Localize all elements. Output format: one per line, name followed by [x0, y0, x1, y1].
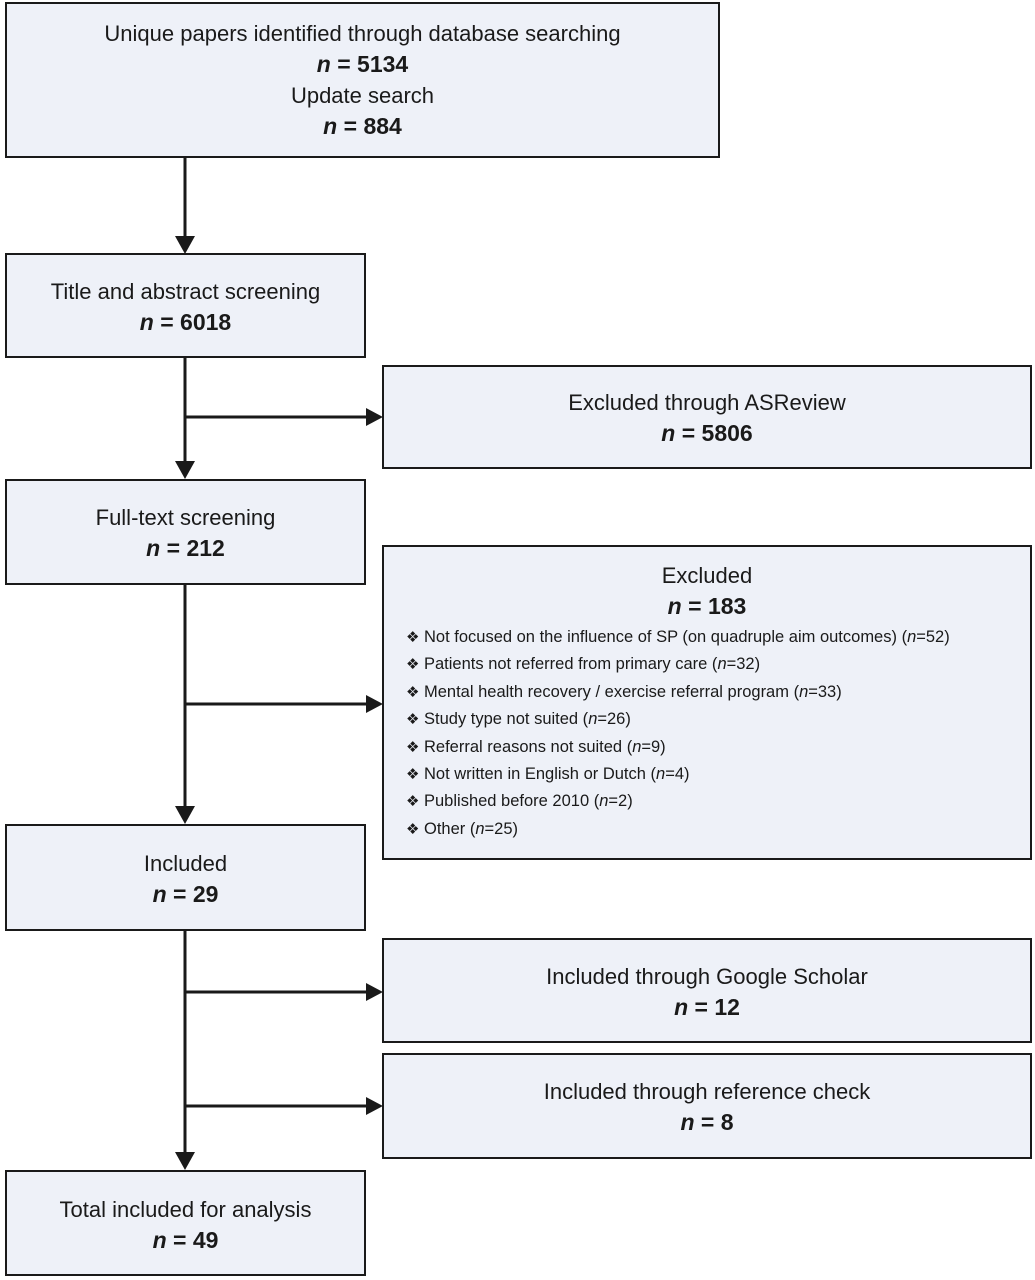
exclusion-reason-n: n [799, 682, 809, 701]
exclusion-reason-text: Referral reasons not suited ( [424, 737, 633, 756]
exclusion-reason-n: n [656, 765, 666, 784]
exclusion-reason-text: Mental health recovery / exercise referr… [424, 682, 800, 701]
diamond-bullet-icon: ❖ [406, 629, 420, 646]
google-scholar-count: n = 12 [674, 994, 740, 1020]
exclusion-reasons-list: ❖Not focused on the influence of SP (on … [384, 624, 1030, 843]
arrowhead-included [175, 806, 195, 824]
exclusion-reason-text: Patients not referred from primary care … [424, 655, 718, 674]
update-search-label: Update search [290, 83, 435, 108]
box-excluded: Excluded n = 183 ❖Not focused on the inf… [382, 545, 1032, 860]
identified-label: Unique papers identified through databas… [104, 21, 621, 46]
diamond-bullet-icon: ❖ [406, 656, 420, 674]
exclusion-reason-item: ❖Mental health recovery / exercise refer… [406, 679, 1030, 706]
box-total-included: Total included for analysis n = 49 [5, 1170, 366, 1276]
total-label: Total included for analysis [59, 1197, 312, 1222]
exclusion-reason-text: Published before 2010 ( [424, 792, 600, 811]
diamond-bullet-icon: ❖ [406, 711, 420, 729]
excluded-count: n = 183 [667, 593, 747, 619]
exclusion-reason-item: ❖Study type not suited (n=26) [406, 706, 1030, 733]
reference-check-count: n = 8 [680, 1109, 734, 1135]
diamond-bullet-icon: ❖ [406, 766, 420, 784]
exclusion-reason-count: =25) [484, 819, 519, 838]
exclusion-reason-n: n [599, 792, 609, 811]
exclusion-reason-text: Study type not suited ( [424, 710, 589, 729]
title-abstract-count: n = 6018 [139, 309, 232, 335]
exclusion-reason-n: n [907, 628, 917, 646]
arrowhead-screening [175, 236, 195, 254]
exclusion-reason-n: n [632, 737, 642, 756]
box-reference-check: Included through reference check n = 8 [382, 1053, 1032, 1159]
arrowhead-excluded [366, 695, 383, 713]
excluded-asreview-label: Excluded through ASReview [568, 390, 846, 415]
identified-count: n = 5134 [316, 51, 409, 77]
exclusion-reason-item: ❖Published before 2010 (n=2) [406, 788, 1030, 815]
diamond-bullet-icon: ❖ [406, 793, 420, 811]
box-google-scholar: Included through Google Scholar n = 12 [382, 938, 1032, 1043]
excluded-asreview-count: n = 5806 [661, 420, 753, 446]
exclusion-reason-text: Other ( [424, 819, 476, 838]
exclusion-reason-n: n [717, 655, 727, 674]
excluded-label: Excluded [661, 563, 753, 588]
exclusion-reason-count: =9) [641, 737, 666, 756]
exclusion-reason-n: n [588, 710, 598, 729]
exclusion-reason-count: =32) [726, 655, 761, 674]
arrowhead-google-scholar [366, 983, 383, 1001]
exclusion-reason-count: =52) [916, 628, 950, 646]
update-search-count: n = 884 [323, 113, 402, 139]
arrowhead-total [175, 1152, 195, 1170]
full-text-count: n = 212 [146, 535, 225, 561]
exclusion-reason-item: ❖Other (n=25) [406, 816, 1030, 843]
total-count: n = 49 [152, 1227, 219, 1253]
arrowhead-reference-check [366, 1097, 383, 1115]
diamond-bullet-icon: ❖ [406, 820, 420, 838]
arrowhead-fulltext [175, 461, 195, 479]
title-abstract-label: Title and abstract screening [50, 279, 321, 304]
box-full-text-screening: Full-text screening n = 212 [5, 479, 366, 585]
box-title-abstract-screening: Title and abstract screening n = 6018 [5, 253, 366, 358]
exclusion-reason-n: n [475, 819, 485, 838]
exclusion-reason-count: =4) [665, 765, 690, 784]
exclusion-reason-text: Not written in English or Dutch ( [424, 765, 657, 784]
box-identified: Unique papers identified through databas… [5, 2, 720, 158]
diamond-bullet-icon: ❖ [406, 738, 420, 756]
diamond-bullet-icon: ❖ [406, 683, 420, 701]
exclusion-reason-item: ❖Patients not referred from primary care… [406, 651, 1030, 678]
google-scholar-label: Included through Google Scholar [546, 964, 868, 989]
exclusion-reason-item: ❖Referral reasons not suited (n=9) [406, 734, 1030, 761]
exclusion-reason-item: ❖Not written in English or Dutch (n=4) [406, 761, 1030, 788]
exclusion-reason-text: Not focused on the influence of SP (on q… [424, 628, 908, 646]
exclusion-reason-count: =26) [597, 710, 631, 729]
box-excluded-asreview: Excluded through ASReview n = 5806 [382, 365, 1032, 469]
included-count: n = 29 [152, 881, 219, 907]
included-label: Included [143, 851, 228, 876]
exclusion-reason-count: =33) [808, 682, 842, 701]
exclusion-reason-count: =2) [608, 792, 633, 811]
reference-check-label: Included through reference check [543, 1079, 871, 1104]
exclusion-reason-item: ❖Not focused on the influence of SP (on … [406, 624, 1030, 651]
arrowhead-excluded-asreview [366, 408, 383, 426]
box-included: Included n = 29 [5, 824, 366, 931]
full-text-label: Full-text screening [95, 505, 276, 530]
